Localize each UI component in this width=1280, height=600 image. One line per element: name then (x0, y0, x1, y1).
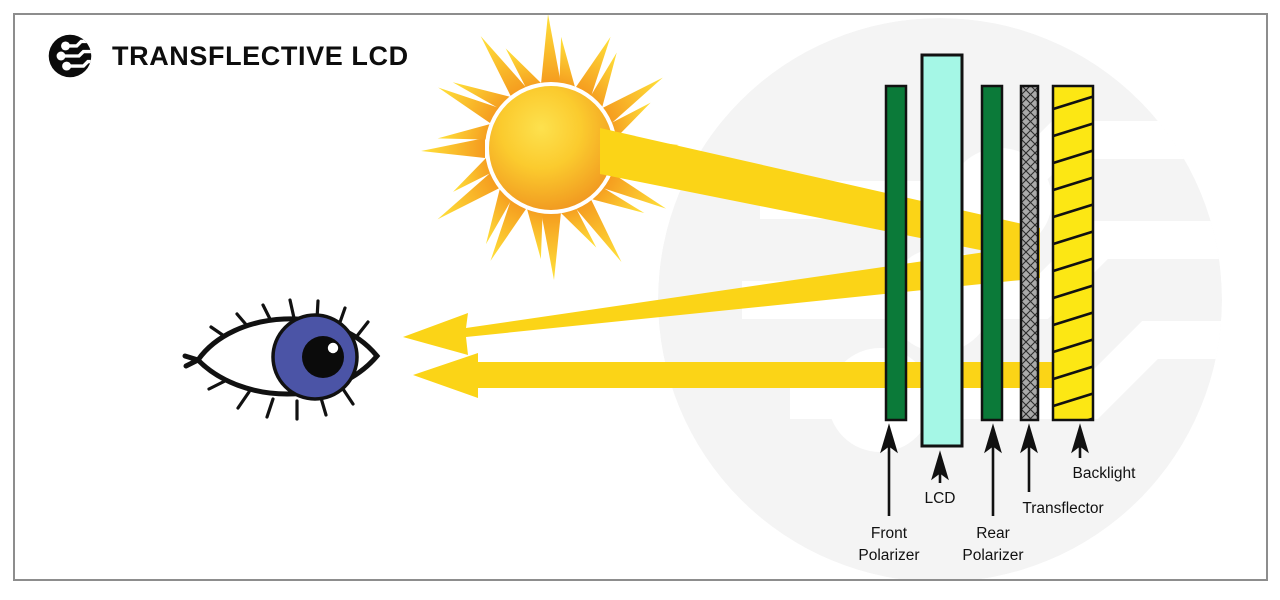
label-rear-polarizer-line1: Rear (976, 525, 1010, 542)
layer-transflector (1019, 84, 1040, 422)
label-rear-polarizer-line2: Polarizer (962, 547, 1023, 564)
callout-arrow-transflector (1020, 423, 1038, 492)
callout-arrow-lcd (931, 450, 949, 483)
layer-backlight (1051, 84, 1095, 422)
layer-front-polarizer (884, 84, 908, 422)
backlight-beam-to-eye (413, 353, 1075, 398)
circuit-circle-logo-icon (48, 34, 92, 78)
label-front-polarizer-line1: Front (871, 525, 908, 542)
page-title: TRANSFLECTIVE LCD (112, 40, 409, 71)
layer-lcd (920, 53, 964, 448)
label-lcd: LCD (924, 490, 955, 507)
header: TRANSFLECTIVE LCD (42, 28, 409, 84)
label-transflector: Transflector (1022, 500, 1103, 517)
layer-rear-polarizer (980, 84, 1004, 422)
callout-arrow-front-polarizer (880, 423, 898, 516)
callout-arrow-backlight (1071, 423, 1089, 458)
label-backlight: Backlight (1073, 465, 1137, 482)
reflected-beam-to-eye (403, 244, 1040, 355)
label-front-polarizer-line2: Polarizer (858, 547, 919, 564)
callout-arrow-rear-polarizer (984, 423, 1002, 516)
